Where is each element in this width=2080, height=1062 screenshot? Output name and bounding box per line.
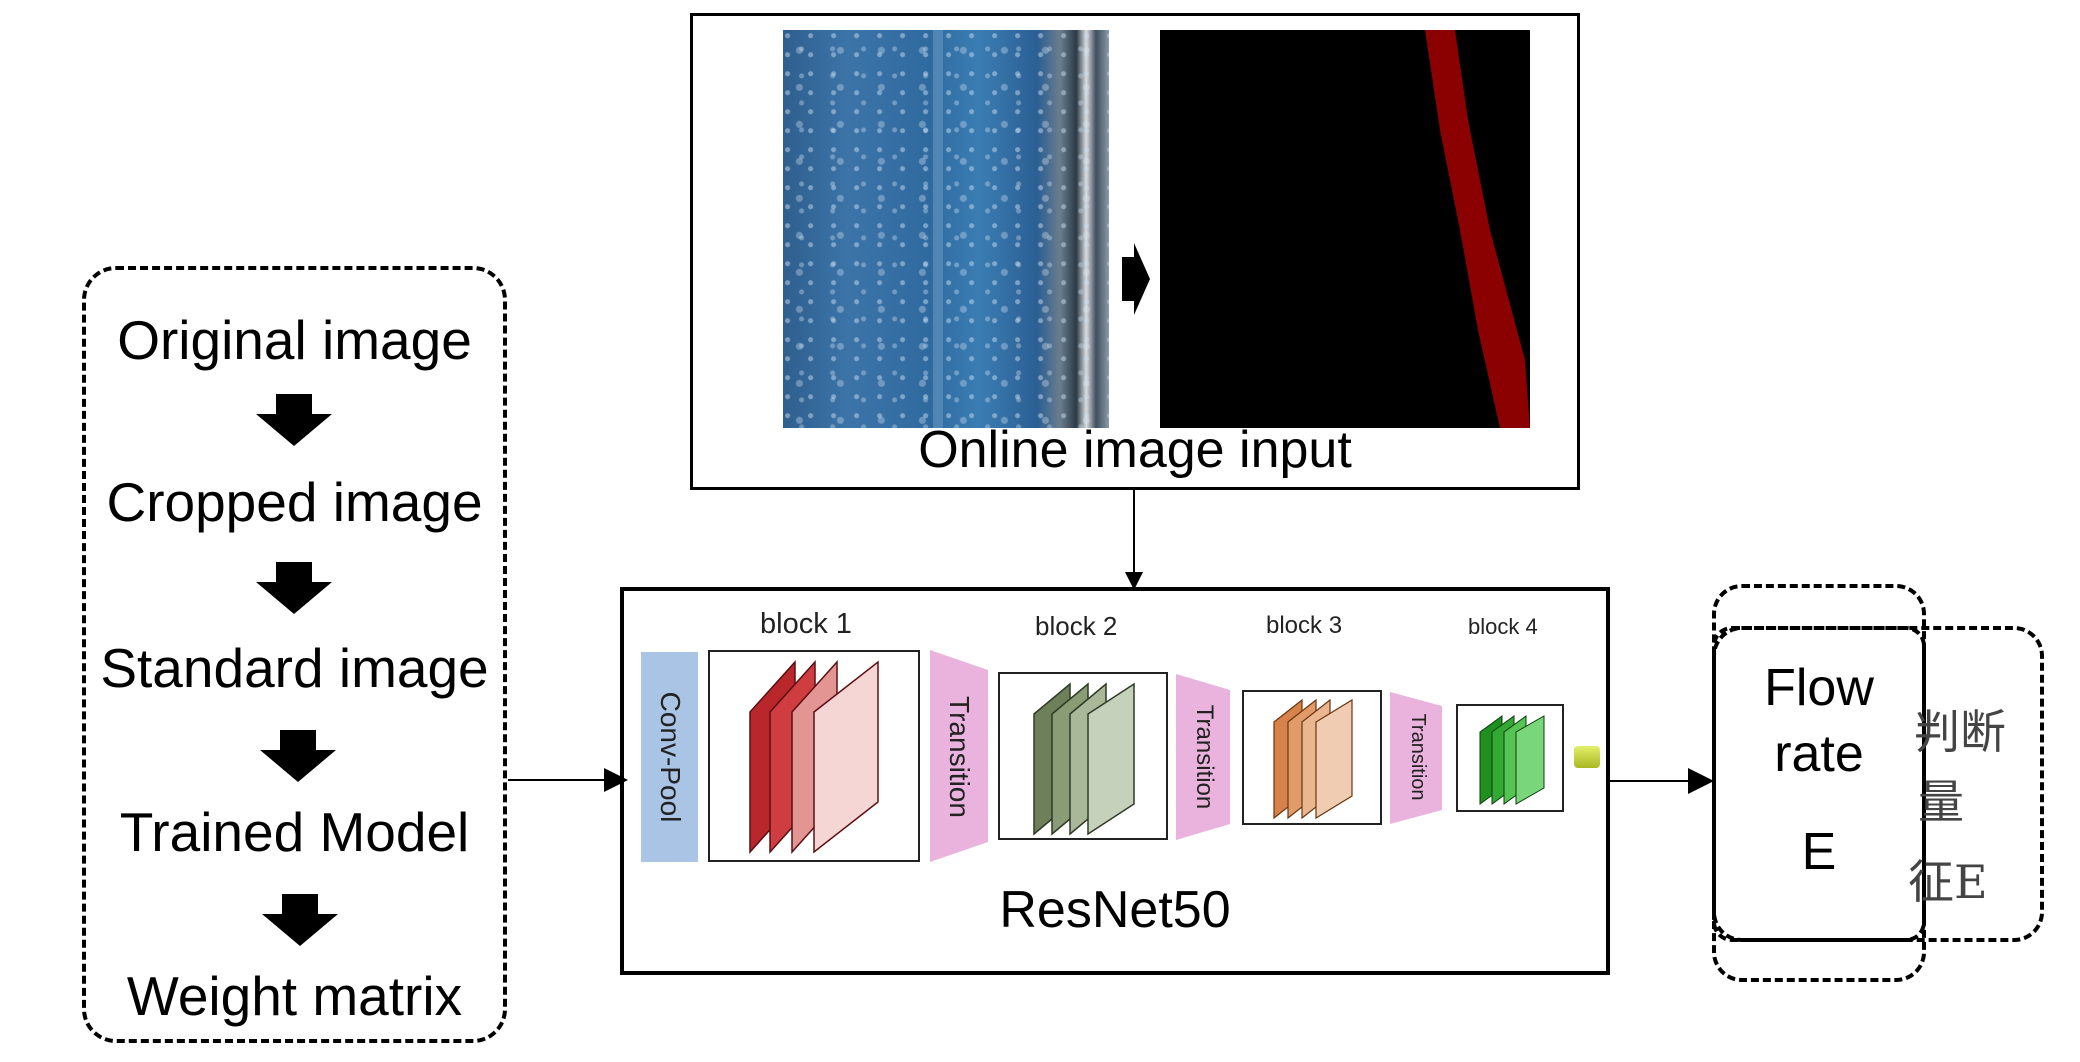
conv-pool-label: Conv-Pool (655, 691, 686, 823)
block-1-frame (708, 650, 920, 862)
transition-3-label: Transition (1407, 713, 1429, 801)
step-original-image: Original image (117, 309, 472, 371)
block-3-layers (1273, 698, 1353, 820)
step-trained-model: Trained Model (119, 801, 470, 863)
block-1-label: block 1 (760, 608, 852, 640)
block-2-label: block 2 (1035, 611, 1118, 641)
resnet50-box (620, 587, 1610, 975)
resnet50-title: ResNet50 (999, 881, 1231, 939)
arrow-head-icon (1125, 572, 1143, 590)
block-3-label: block 3 (1266, 612, 1343, 639)
original-photo (783, 30, 1109, 428)
online-input-box (690, 13, 1580, 490)
training-pipeline-box: Original image Cropped image Standard im… (82, 266, 507, 1043)
output-rate: rate (1774, 725, 1864, 783)
block-4-layers (1479, 715, 1545, 805)
output-e: E (1801, 823, 1837, 881)
block-4-label: block 4 (1468, 614, 1538, 639)
conv-pool-layer (641, 652, 698, 862)
step-cropped-image: Cropped image (106, 471, 483, 533)
block-2-layers (1033, 682, 1135, 836)
mask-stripe (1425, 30, 1530, 428)
output-ghost-line-3: 征E (1908, 855, 1988, 909)
arrow-head-icon (604, 768, 628, 792)
output-inner-box (1712, 626, 1926, 942)
transition-2 (1176, 674, 1230, 840)
transition-1 (930, 650, 988, 862)
segmentation-mask (1160, 30, 1530, 428)
block-4-frame (1456, 704, 1564, 812)
transition-3 (1390, 692, 1442, 824)
block-1-layers (749, 660, 879, 854)
output-layer (1574, 746, 1600, 768)
online-image-caption: Online image input (918, 421, 1352, 479)
transition-1-label: Transition (944, 696, 975, 818)
right-arrow-icon (1122, 243, 1150, 315)
block-2-frame (998, 672, 1168, 840)
output-ghost-line-1: 判断 (1914, 705, 2006, 759)
output-ghost-line-2: 量 (1918, 775, 1964, 829)
step-weight-matrix: Weight matrix (126, 965, 463, 1027)
step-standard-image: Standard image (100, 637, 489, 699)
arrow-head-icon (1688, 768, 1714, 794)
block-3-frame (1242, 690, 1382, 825)
output-flow: Flow (1764, 659, 1874, 717)
transition-2-label: Transition (1191, 704, 1218, 810)
